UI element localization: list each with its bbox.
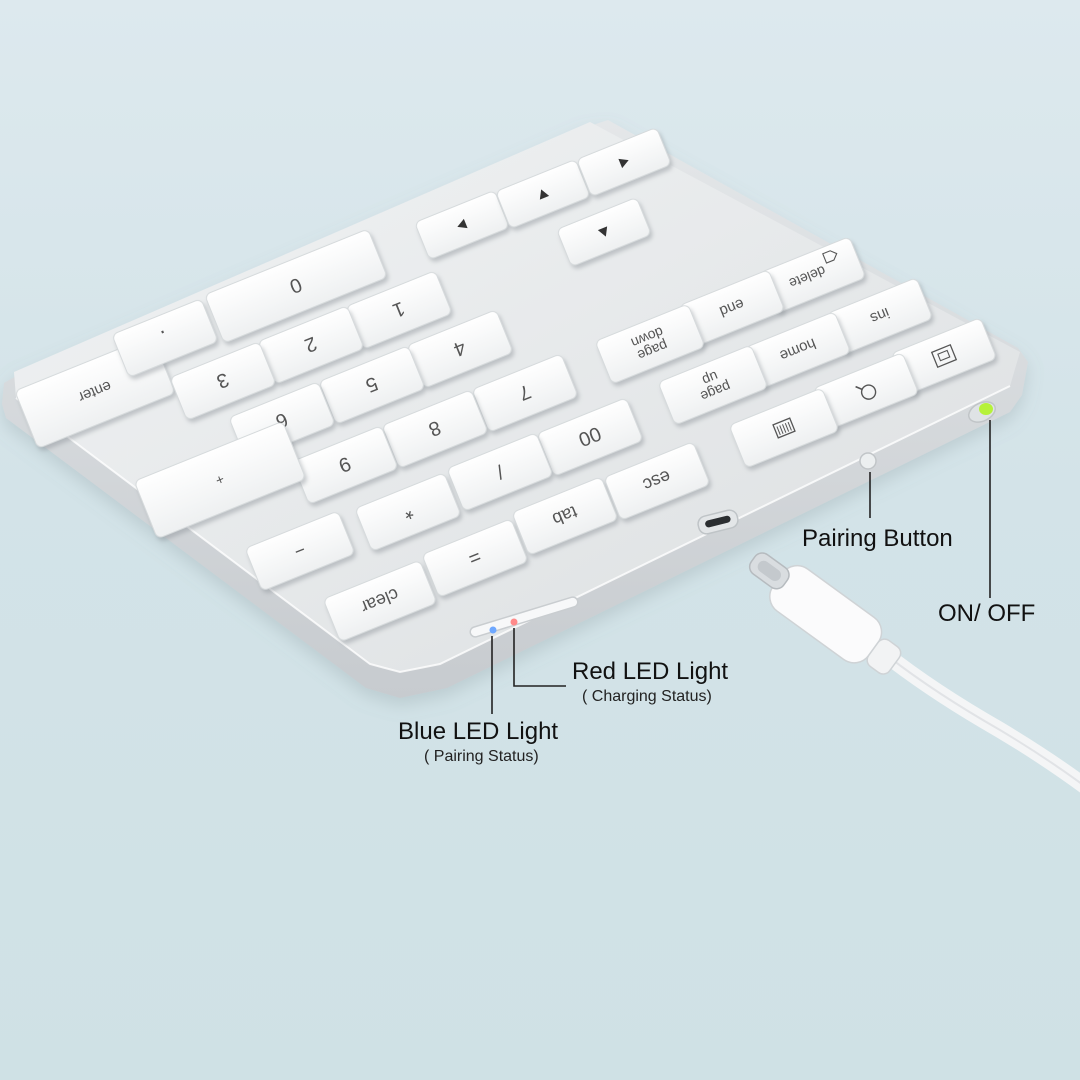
on-off-label: ON/ OFF [938,600,1036,627]
on-off-switch[interactable] [966,398,999,426]
body-edge-highlight [15,385,1011,674]
key-zero[interactable]: 0 [205,229,388,343]
key-cap [659,346,767,424]
pairing-button-label: Pairing Button [802,525,953,552]
key-cap [473,355,577,431]
blue-led-label: Blue LED Light [398,718,559,745]
key-minus[interactable]: − [245,511,355,591]
key-cap [383,391,487,467]
key-tab[interactable]: tab [512,477,618,556]
key-slash[interactable]: / [447,433,553,512]
key-cap [324,561,436,641]
key-home[interactable]: home [745,312,850,389]
key-delete[interactable]: delete [760,237,865,314]
switch-led [979,403,993,415]
key-cap [448,434,552,510]
red-led-note: ( Charging Status) [582,688,712,705]
red-led [510,618,518,626]
led-strip [469,596,579,638]
key-eight[interactable]: 8 [382,390,488,469]
red-led-label: Red LED Light [572,658,729,685]
key-clear[interactable]: clear [323,560,437,642]
key-arrow-down[interactable] [557,197,652,266]
key-plus[interactable]: + [134,421,306,538]
key-arrow-right[interactable] [577,127,672,196]
key-one[interactable]: 1 [346,271,452,350]
key-double-zero[interactable]: 00 [537,398,643,477]
keys-layer: enter.012345678900+/*−=tabesccleardelete… [16,127,996,642]
red-led-callout-line [513,628,566,687]
key-dot[interactable]: . [112,299,218,378]
calculator-icon [772,417,796,439]
key-esc[interactable]: esc [604,442,710,521]
screenshot-icon [930,343,958,369]
key-three[interactable]: 3 [170,342,276,421]
key-arrow-left[interactable] [415,190,510,259]
key-equals[interactable]: = [422,519,528,598]
key-cap [205,230,387,342]
usb-cable [748,552,1080,793]
key-cap [135,422,305,538]
key-legend: ins [868,304,892,327]
key-cap [605,443,709,519]
pairing-button[interactable] [859,452,877,470]
blue-led [489,626,497,634]
key-calculator[interactable] [729,388,839,468]
key-cap [246,512,354,590]
key-label: up [700,368,721,389]
arrow-up-icon [539,189,550,200]
key-cap [356,474,460,550]
search-icon [855,384,877,400]
key-cap [293,427,397,503]
callout-lines [491,420,991,714]
arrow-right-icon [618,158,629,169]
key-seven[interactable]: 7 [472,354,578,433]
key-nine[interactable]: 9 [292,426,398,505]
key-arrow-up[interactable] [496,159,591,228]
key-cap [171,343,275,419]
key-cap [596,305,704,383]
key-cap [320,347,424,423]
key-asterisk[interactable]: * [355,473,461,552]
key-five[interactable]: 5 [319,346,425,425]
arrow-down-icon [597,226,608,237]
arrow-left-icon [457,218,468,229]
key-cap [423,520,527,596]
usb-c-port [697,509,739,535]
key-cap [113,300,217,376]
key-label: ins [868,304,892,327]
key-cap [513,478,617,554]
blue-led-note: ( Pairing Status) [424,748,539,765]
key-cap [538,399,642,475]
delete-icon [822,250,838,264]
